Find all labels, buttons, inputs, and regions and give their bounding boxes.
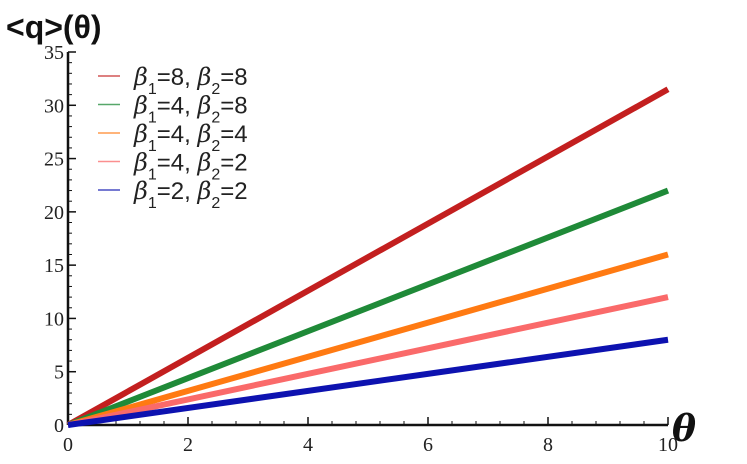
legend-label-part: 1 [148,109,157,126]
legend-label-part: =8 [220,64,247,91]
legend-item: β1=4, β2=8 [98,92,248,127]
y-tick-label: 25 [44,149,64,171]
series-line-1 [66,86,670,428]
x-tick-label: 2 [183,434,193,456]
series-line-4 [67,294,669,428]
legend-label-part: =2 [220,178,247,205]
legend-label-part: =4, [157,93,198,120]
legend-label-part: 1 [148,81,157,98]
legend-label-part: 1 [148,166,157,183]
legend-label-part: 2 [211,109,220,126]
x-tick-label: 8 [543,434,553,456]
legend-label-part: β [133,120,148,148]
legend-label-part: β [133,177,148,205]
axes: 0 2 4 6 8 10 0 5 10 15 20 25 30 35 [44,42,678,456]
legend-label-part: 1 [148,195,157,212]
legend-label: β1=4, β2=4 [133,120,248,155]
y-tick-label: 20 [44,202,64,224]
legend-label-part: 2 [211,81,220,98]
legend-label-part: β [133,92,148,120]
legend-label-part: =4, [157,150,198,177]
legend-label-part: =8, [157,64,198,91]
legend-label-part: β [196,177,211,205]
x-tick-label: 6 [423,434,433,456]
legend-label-part: 2 [211,195,220,212]
legend-label-part: β [133,63,148,91]
legend-label-part: =4, [157,121,198,148]
legend-label-part: 1 [148,138,157,155]
series-lines [66,86,670,428]
legend-label: β1=2, β2=2 [133,177,248,212]
y-tick-label: 30 [44,95,64,117]
legend-label-part: 2 [211,166,220,183]
tick-labels: 0 2 4 6 8 10 0 5 10 15 20 25 30 35 [44,42,678,456]
legend-label-part: =2, [157,178,198,205]
legend-item: β1=8, β2=8 [98,63,248,98]
legend-label: β1=4, β2=8 [133,92,248,127]
x-tick-label: 4 [303,434,313,456]
legend-item: β1=4, β2=2 [98,149,248,184]
series-line-5 [67,336,669,428]
legend-item: β1=4, β2=4 [98,120,248,155]
legend-label: β1=8, β2=8 [133,63,248,98]
legend: β1=8, β2=8β1=4, β2=8β1=4, β2=4β1=4, β2=2… [98,63,248,212]
x-tick-label: 10 [658,434,678,456]
legend-label-part: β [196,120,211,148]
legend-item: β1=2, β2=2 [98,177,248,212]
series-line-3 [67,251,669,428]
y-tick-label: 5 [54,362,64,384]
series-line-2 [66,187,670,428]
y-tick-label: 15 [44,255,64,277]
y-tick-label: 10 [44,308,64,330]
legend-label-part: β [133,149,148,177]
y-axis-title: <q>(θ) [6,9,102,45]
legend-label-part: β [196,92,211,120]
legend-label-part: =2 [220,150,247,177]
y-tick-label: 0 [54,415,64,437]
legend-label: β1=4, β2=2 [133,149,248,184]
legend-label-part: =4 [220,121,247,148]
legend-label-part: β [196,63,211,91]
x-tick-label: 0 [63,434,73,456]
x-axis-title: θ [672,408,696,450]
legend-label-part: β [196,149,211,177]
legend-label-part: 2 [211,138,220,155]
legend-label-part: =8 [220,93,247,120]
y-tick-label: 35 [44,42,64,64]
